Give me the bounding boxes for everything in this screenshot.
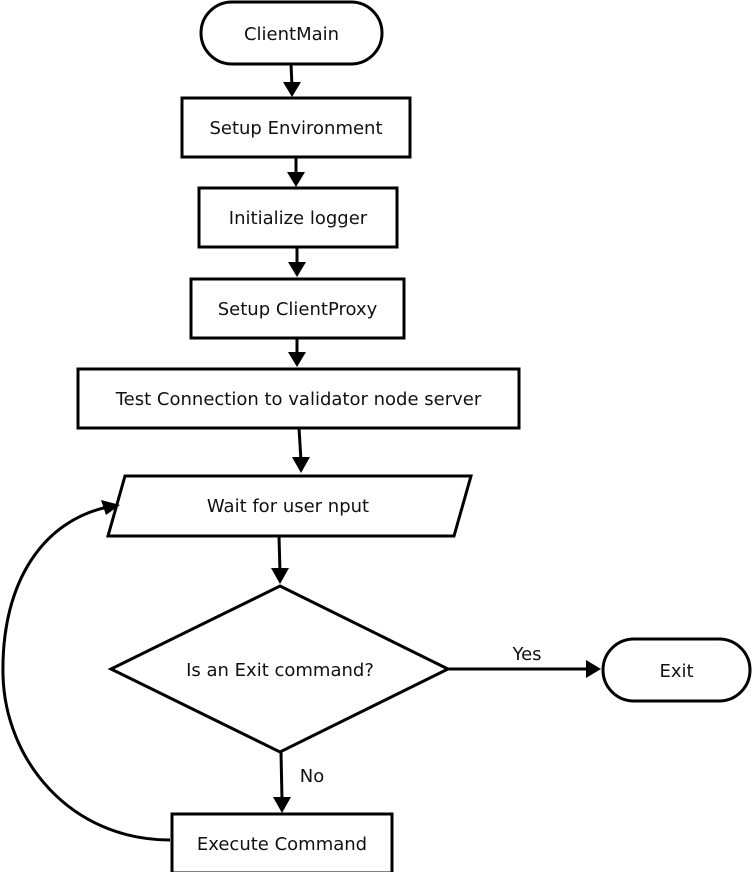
- setup-environment-node-shape: [180, 96, 412, 159]
- initialize-logger-node-label: Initialize logger: [229, 208, 368, 229]
- edge-test-connection-to-wait-input: [297, 427, 303, 462]
- decision-node-label: Is an Exit command?: [186, 660, 374, 681]
- exit-node-shape: [601, 637, 752, 703]
- edge-wait-input-to-decision: [277, 535, 282, 573]
- start-node-label: ClientMain: [244, 24, 339, 45]
- edge-yes-label: Yes: [511, 644, 541, 665]
- setup-clientproxy-node-shape: [189, 277, 406, 340]
- edge-execute-loop-back: [1, 505, 171, 842]
- arrowhead-decision-to-execute: [273, 797, 291, 813]
- arrowhead-setup-clientproxy-to-test-connection: [288, 352, 306, 367]
- edge-no-label: No: [300, 766, 324, 787]
- arrowhead-wait-input-to-decision: [271, 568, 289, 584]
- decision-node: Is an Exit command?: [107, 584, 452, 754]
- test-connection-node-label: Test Connection to validator node server: [115, 389, 482, 410]
- arrowhead-start-to-setup-environment: [283, 82, 301, 97]
- wait-input-node-label: Wait for user nput: [207, 496, 369, 517]
- test-connection-node: Test Connection to validator node server: [76, 367, 521, 430]
- initialize-logger-node: Initialize logger: [197, 186, 399, 249]
- decision-node-shape: [107, 584, 452, 754]
- execute-command-node-shape: [170, 812, 394, 872]
- setup-clientproxy-node-label: Setup ClientProxy: [218, 299, 378, 320]
- edge-decision-to-execute: [279, 751, 284, 801]
- start-node: ClientMain: [199, 0, 384, 66]
- execute-command-node: Execute Command: [170, 812, 394, 872]
- exit-node: Exit: [601, 637, 752, 703]
- setup-environment-node: Setup Environment: [180, 96, 412, 159]
- exit-node-label: Exit: [659, 661, 693, 682]
- arrowhead-initialize-logger-to-setup-clientproxy: [288, 262, 306, 277]
- setup-environment-node-label: Setup Environment: [209, 118, 382, 139]
- wait-input-node: Wait for user nput: [106, 474, 473, 538]
- execute-command-node-label: Execute Command: [197, 834, 367, 855]
- wait-input-node-shape: [106, 474, 473, 538]
- setup-clientproxy-node: Setup ClientProxy: [189, 277, 406, 340]
- test-connection-node-shape: [76, 367, 521, 430]
- arrowhead-test-connection-to-wait-input: [292, 457, 310, 473]
- arrowhead-execute-loop-back: [101, 500, 120, 515]
- arrowhead-decision-to-exit: [586, 660, 601, 678]
- arrowhead-setup-environment-to-initialize-logger: [287, 172, 305, 187]
